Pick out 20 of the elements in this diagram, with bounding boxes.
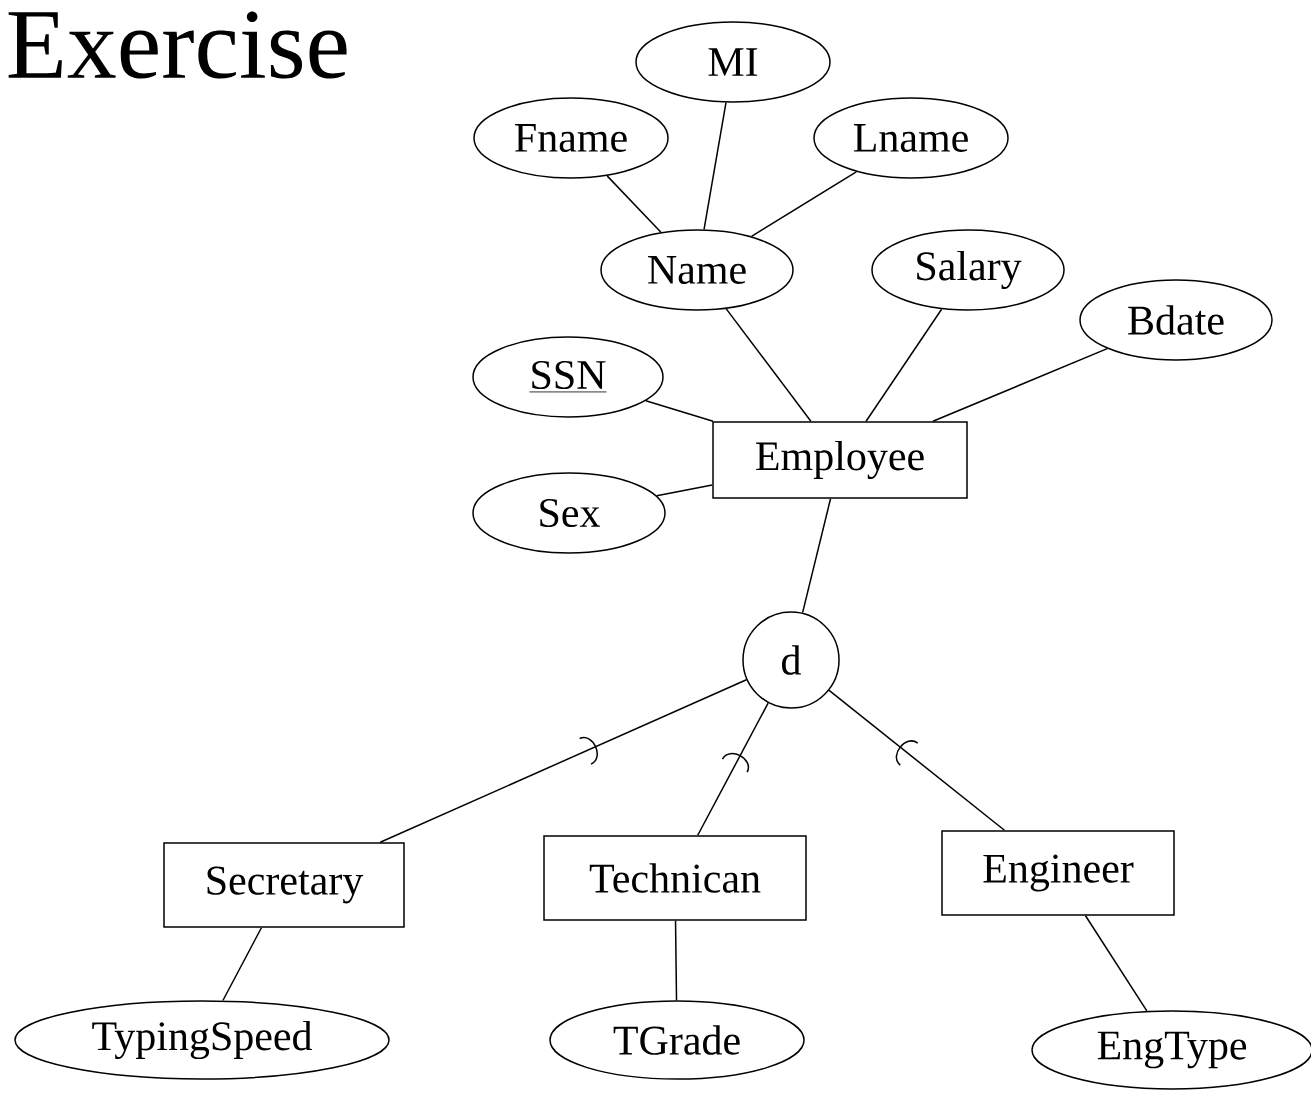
- entity-box: Technican: [543, 835, 807, 921]
- connector-line: [865, 308, 943, 422]
- connector-line: [656, 484, 713, 497]
- connector-line: [222, 927, 263, 1002]
- connector-line: [828, 689, 1006, 831]
- connector-line: [379, 679, 748, 843]
- connector-line: [932, 347, 1108, 422]
- connector-line: [1084, 915, 1148, 1012]
- connector-line: [697, 702, 769, 836]
- connector-line: [801, 498, 832, 614]
- entity-box: Secretary: [163, 842, 405, 928]
- connector-line: [645, 400, 714, 422]
- connector-line: [703, 101, 727, 231]
- entity-box: Engineer: [941, 830, 1175, 916]
- title: Exercise: [8, 11, 347, 79]
- entity-box: Employee: [712, 421, 968, 499]
- connector-line: [725, 308, 812, 422]
- connector-line: [750, 171, 858, 238]
- connector-line: [606, 175, 662, 233]
- connector-line: [674, 920, 678, 1001]
